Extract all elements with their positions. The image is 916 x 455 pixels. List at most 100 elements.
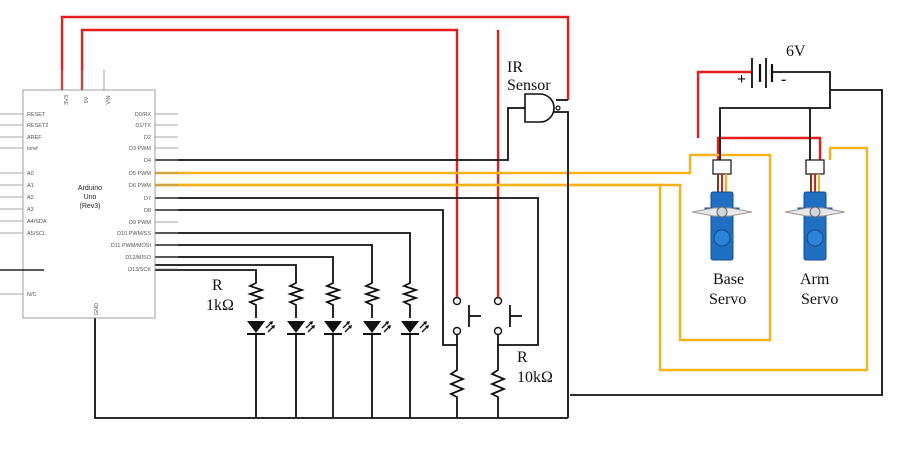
top-pin-label: VIN (106, 95, 112, 104)
left-pin-label: A2 (27, 195, 34, 201)
arm-servo (784, 159, 846, 261)
servo-connector (712, 159, 732, 175)
push-button-1 (452, 277, 481, 365)
arm-servo-label-2: Servo (801, 291, 838, 308)
wire-d11 (155, 256, 334, 280)
ir-label-2: Sensor (507, 77, 551, 94)
right-pin-label: D12/MISO (125, 255, 151, 261)
battery-minus: - (781, 71, 786, 88)
resistor-1k (363, 280, 381, 318)
led-icon (324, 321, 342, 333)
base-servo-label-2: Servo (709, 291, 746, 308)
led-light-arrows-icon (305, 321, 315, 333)
servo-shaft (716, 206, 728, 218)
ir-sensor-body (524, 93, 555, 123)
servo-connector (805, 159, 825, 175)
pin-gnd: GND (94, 303, 100, 315)
led-branch (287, 280, 315, 340)
resistor-10k-2 (489, 365, 507, 400)
right-pin-label: D6 PWM (129, 183, 151, 189)
left-pin-label: A3 (27, 207, 34, 213)
pulldown-resistors: R 10kΩ (448, 349, 553, 400)
left-pin-label: ioref (27, 146, 38, 152)
red-wire-servo-power (716, 136, 822, 160)
ir-label-1: IR (507, 59, 523, 76)
led-light-arrows-icon (381, 321, 391, 333)
right-pin-label: D10 PWM/SS (117, 231, 151, 237)
servo-body (710, 191, 734, 261)
left-pin-label: RESET (27, 112, 46, 118)
power-wires (60, 15, 822, 277)
wire-d7 (155, 197, 539, 346)
yellow-wire-arm-servo (155, 146, 869, 372)
yellow-wire-base-servo (155, 153, 772, 342)
base-servo (691, 159, 753, 261)
servo-shaft (809, 206, 821, 218)
resistor-1k (401, 280, 419, 318)
left-pin-label: AREF (27, 135, 42, 141)
led-icon (287, 321, 305, 333)
right-pin-label: D3 PWM (129, 146, 151, 152)
right-pin-label: D11 PWM/MOSI (111, 243, 152, 249)
arduino-board: Arduino Uno (Rev3) RESETRESET2AREFiorefA… (0, 70, 178, 319)
arm-servo-label-1: Arm (800, 271, 830, 288)
left-pin-label: A1 (27, 183, 34, 189)
right-pin-label: D7 (144, 196, 151, 202)
battery-plus: + (737, 71, 746, 88)
wire-d4-ir (155, 107, 525, 161)
wire-battery-gnd-return (570, 89, 883, 396)
red-wire-5v-ir (60, 15, 570, 100)
top-pin-label: 5V (84, 96, 90, 103)
resistor-1k (324, 280, 342, 318)
black-wires (94, 71, 883, 419)
wire-battery-minus (719, 71, 831, 160)
resistor-1k (247, 280, 265, 318)
led-branch (324, 280, 352, 340)
wire-d8 (155, 209, 457, 346)
wire-d9 (155, 232, 411, 280)
left-pin-list: RESETRESET2AREFiorefA0A1A2A3A4/SDAA5/SCL… (0, 112, 48, 298)
ir-sensor: IR Sensor (507, 59, 561, 123)
left-pin-label: A0 (27, 171, 34, 177)
right-pin-label: D13/SCK (128, 267, 151, 273)
led-icon (247, 321, 265, 333)
r1k-label-1: R (212, 277, 223, 294)
led-icon (401, 321, 419, 333)
push-buttons (452, 277, 522, 365)
left-pin-label: N/C (27, 292, 37, 298)
right-pin-label: D2 (144, 135, 151, 141)
board-title-3: (Rev3) (79, 203, 100, 210)
board-title-1: Arduino (78, 185, 102, 192)
led-branch (401, 280, 429, 340)
led-light-arrows-icon (419, 321, 429, 333)
wire-ir-gnd (548, 111, 569, 418)
wire-d10 (155, 244, 373, 280)
board-title-2: Uno (84, 194, 97, 201)
red-wire-switch1 (80, 28, 459, 277)
wire-d13 (155, 269, 257, 280)
resistor-10k-1 (448, 365, 466, 400)
r10k-label-2: 10kΩ (517, 369, 553, 386)
right-pin-label: D1/TX (135, 123, 151, 129)
led-array (247, 280, 429, 340)
right-pin-label: D9 PWM (129, 220, 151, 226)
r1k-label-2: 1kΩ (206, 297, 234, 314)
led-branch (247, 280, 275, 340)
right-pin-label: D0/RX (135, 112, 152, 118)
red-wire-battery-plus (696, 70, 752, 138)
led-icon (363, 321, 381, 333)
base-servo-label-1: Base (713, 271, 744, 288)
right-pin-label: D5 PWM (129, 171, 151, 177)
right-pin-label: D8 (144, 208, 151, 214)
battery-voltage: 6V (786, 43, 806, 60)
ground-bus (94, 318, 568, 419)
left-pin-label: A5/SCL (27, 231, 46, 237)
signal-wires (155, 146, 869, 372)
led-light-arrows-icon (265, 321, 275, 333)
r10k-label-1: R (517, 349, 528, 366)
battery: + - 6V (737, 43, 806, 88)
wire-d12 (155, 264, 297, 280)
